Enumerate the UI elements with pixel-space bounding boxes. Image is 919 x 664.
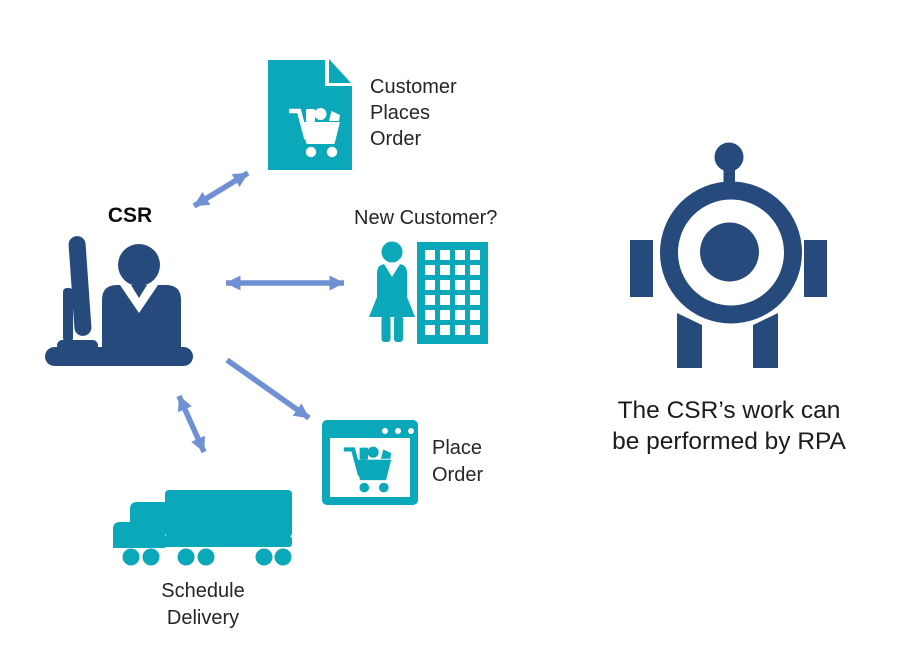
rpa-caption: The CSR’s work can be performed by RPA: [612, 397, 846, 455]
building-windows: [423, 248, 483, 337]
browser-window-cart-icon: [322, 420, 418, 505]
arrow-csr-truck: [176, 394, 207, 454]
robot-icon: [630, 142, 827, 368]
place-order-label: Place Order: [432, 437, 484, 486]
customer-places-order-label: Customer Places Order: [370, 76, 457, 150]
csr-label: CSR: [107, 204, 153, 227]
person-at-desk-icon: [45, 236, 193, 366]
arrow-csr-document: [192, 170, 250, 209]
arrow-csr-placeorder: [225, 357, 311, 421]
new-customer-label: New Customer?: [354, 207, 498, 229]
connector-arrows: [176, 170, 345, 454]
schedule-delivery-label: Schedule Delivery: [161, 580, 245, 629]
truck-icon: [113, 490, 292, 566]
document-with-cart-icon: [268, 59, 352, 170]
person-and-building-icon: [369, 241, 488, 344]
